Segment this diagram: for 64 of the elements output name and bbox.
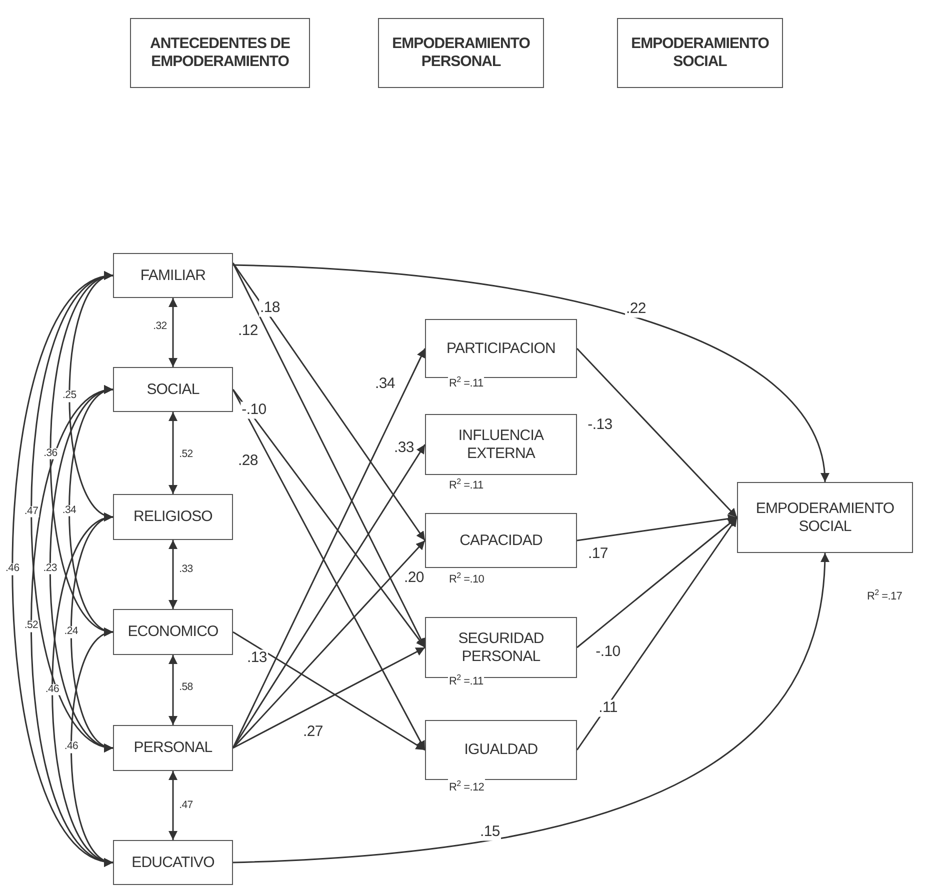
correlation-arrow [168, 655, 178, 725]
variable-box [113, 494, 233, 540]
coefficient-label: .24 [63, 626, 79, 638]
variable-name: PARTICIPACION [446, 340, 556, 358]
variable-box [113, 609, 233, 655]
correlation-arrow [168, 298, 178, 367]
path-arrow [232, 552, 829, 864]
coefficient-label: .18 [259, 300, 281, 316]
variable-name: CAPACIDAD [460, 532, 542, 550]
variable-box [113, 367, 233, 412]
variable-name: EMPODERAMIENTO PERSONAL [391, 35, 531, 71]
path-arrow [232, 389, 426, 648]
correlation-arrow [52, 516, 114, 864]
column-header-box [617, 18, 783, 88]
variable-name: ANTECEDENTES DE EMPODERAMIENTO [148, 35, 292, 71]
coefficient-label: .23 [42, 562, 58, 574]
path-arrow [232, 540, 426, 748]
coefficient-label: .11 [598, 700, 618, 716]
variable-name: SEGURIDAD PERSONAL [457, 630, 545, 666]
column-header-box [130, 18, 310, 88]
correlation-arrow [168, 771, 178, 840]
variable-name: EDUCATIVO [132, 854, 214, 872]
path-arrow [232, 262, 426, 648]
variable-name: SOCIAL [146, 380, 200, 398]
coefficient-label: .47 [23, 506, 40, 518]
path-arrow [576, 348, 738, 518]
variable-box [113, 840, 233, 885]
variable-name: EMPODERAMIENTO SOCIAL [754, 500, 896, 536]
variable-name: EMPODERAMIENTO SOCIAL [630, 35, 770, 71]
path-arrow [232, 264, 828, 482]
coefficient-label: .34 [61, 504, 78, 516]
correlation-arrow [168, 412, 178, 494]
variable-box [737, 482, 913, 553]
coefficient-label: .46 [4, 563, 20, 575]
coefficient-label: .22 [625, 300, 647, 318]
path-arrow [576, 517, 738, 750]
variable-name: FAMILIAR [140, 266, 206, 284]
coefficient-label: .52 [23, 620, 40, 632]
variable-box [425, 414, 577, 475]
variable-box [425, 617, 577, 678]
correlation-arrow [70, 630, 114, 864]
path-arrow [232, 262, 426, 541]
correlation-arrow [168, 540, 178, 609]
coefficient-label: .25 [62, 390, 78, 402]
correlation-arrow [30, 388, 114, 864]
coefficient-label: -.10 [240, 402, 268, 418]
variable-name: ECONOMICO [128, 623, 218, 641]
variable-box [425, 319, 577, 378]
coefficient-label: .46 [63, 741, 80, 753]
variable-box [425, 720, 577, 780]
column-header-box [378, 18, 544, 88]
variable-box [113, 725, 233, 771]
path-arrow [576, 514, 738, 542]
variable-name: IGUALDAD [464, 741, 538, 759]
coefficient-label: .46 [44, 684, 60, 696]
variable-name: RELIGIOSO [134, 508, 212, 526]
variable-name: PERSONAL [134, 739, 212, 757]
coefficient-label: .36 [42, 448, 58, 460]
coefficient-label: .15 [479, 824, 501, 840]
r-squared-label: R$^{2}$ =.10 [448, 571, 486, 586]
variable-box [113, 253, 233, 298]
correlation-arrow [12, 274, 114, 864]
variable-box [425, 513, 577, 568]
variable-name: INFLUENCIA EXTERNA [457, 426, 545, 462]
